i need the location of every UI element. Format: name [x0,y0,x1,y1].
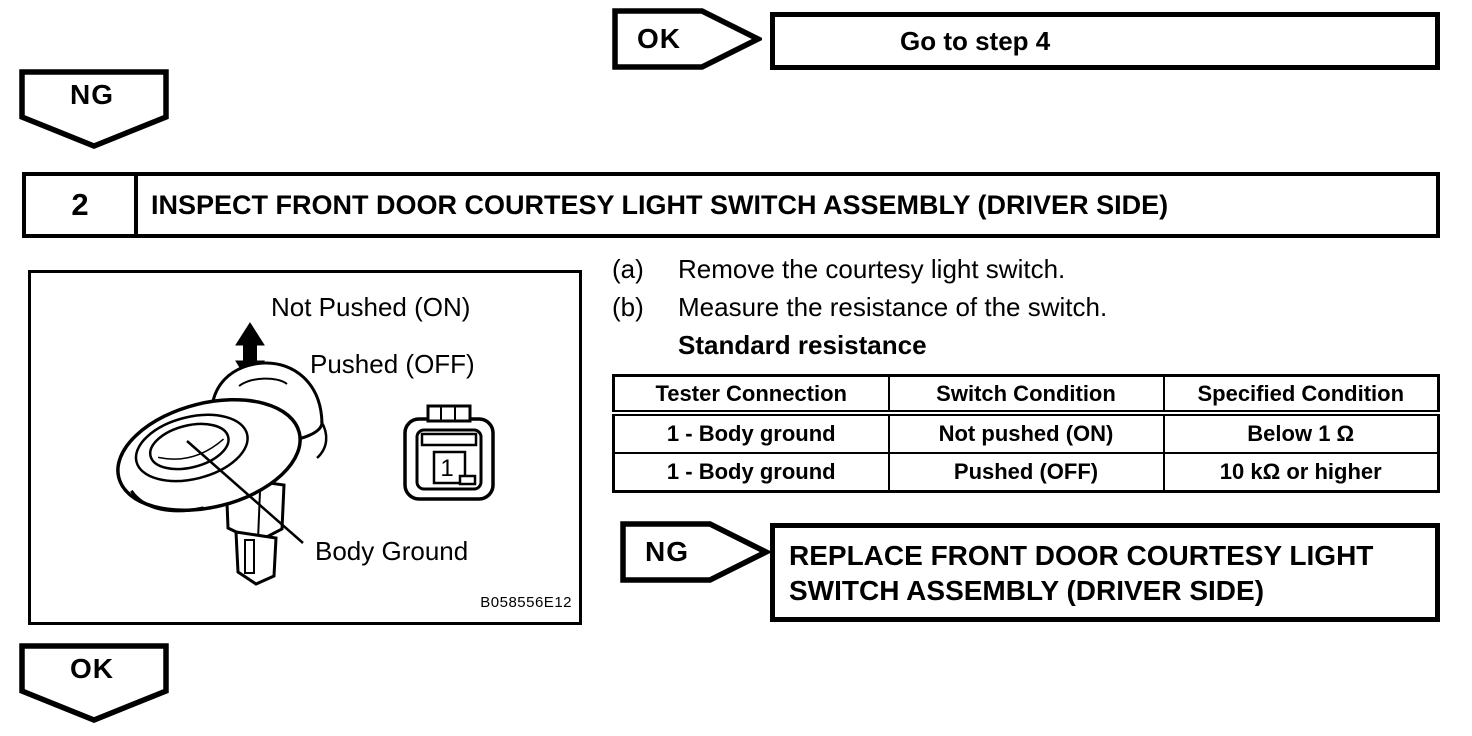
figure-box: 1 Not Pushed (ON) Pushed (OFF) Body Grou… [28,270,582,625]
figure-code: B058556E12 [480,594,572,611]
right-arrow-icon [620,521,770,583]
cell-tester-connection: 1 - Body ground [612,412,890,454]
down-arrow-icon [19,643,169,723]
body-ground-label: Body Ground [315,536,469,566]
cell-specified-condition: 10 kΩ or higher [1162,452,1440,493]
not-pushed-label: Not Pushed (ON) [271,292,471,322]
right-arrow-icon [612,8,762,70]
connector-icon: 1 [403,404,495,501]
instruction-marker: (b) [612,292,644,322]
col-header-specified-condition: Specified Condition [1162,374,1440,416]
ok-connector-top-label: OK [637,23,681,54]
step-header: 2 INSPECT FRONT DOOR COURTESY LIGHT SWIT… [22,172,1440,238]
step-title: INSPECT FRONT DOOR COURTESY LIGHT SWITCH… [151,189,1169,220]
instruction-text: Remove the courtesy light switch. [678,254,1066,284]
col-header-switch-condition: Switch Condition [887,374,1165,416]
table-header-row: Tester Connection Switch Condition Speci… [612,374,1440,416]
ok-connector-bottom-label: OK [70,653,114,684]
ng-connector-down-label: NG [70,79,114,110]
table-row: 1 - Body ground Not pushed (ON) Below 1 … [612,412,1440,454]
go-to-step-box: Go to step 4 [770,12,1440,70]
pushed-label: Pushed (OFF) [310,349,475,379]
ng-connector-down: NG [18,68,170,150]
ok-connector-top: OK [612,8,762,70]
replace-action-line1: REPLACE FRONT DOOR COURTESY LIGHT [789,540,1374,571]
instruction-step-a: (a) Remove the courtesy light switch. [612,254,1065,285]
replace-action-box: REPLACE FRONT DOOR COURTESY LIGHT SWITCH… [770,523,1440,622]
ok-connector-bottom: OK [18,642,170,724]
body-ground-leader-line [186,440,304,544]
replace-action-line2: SWITCH ASSEMBLY (DRIVER SIDE) [789,575,1265,606]
cell-tester-connection: 1 - Body ground [612,452,890,493]
cell-switch-condition: Not pushed (ON) [887,412,1165,454]
down-arrow-icon [19,69,169,149]
col-header-tester-connection: Tester Connection [612,374,890,416]
instruction-marker: (a) [612,254,644,284]
instruction-text: Measure the resistance of the switch. [678,292,1108,322]
standard-resistance-heading: Standard resistance [678,330,927,360]
connector-pin-number: 1 [440,455,453,482]
courtesy-switch-illustration: 1 [116,322,495,586]
cell-switch-condition: Pushed (OFF) [887,452,1165,493]
table-row: 1 - Body ground Pushed (OFF) 10 kΩ or hi… [612,452,1440,493]
instruction-step-b: (b) Measure the resistance of the switch. [612,292,1107,323]
ng-connector-right-label: NG [645,536,689,567]
ng-connector-right: NG [620,521,770,583]
cell-specified-condition: Below 1 Ω [1162,412,1440,454]
go-to-step-text: Go to step 4 [900,25,1051,56]
resistance-table: Tester Connection Switch Condition Speci… [612,374,1440,493]
step-number: 2 [26,176,138,234]
